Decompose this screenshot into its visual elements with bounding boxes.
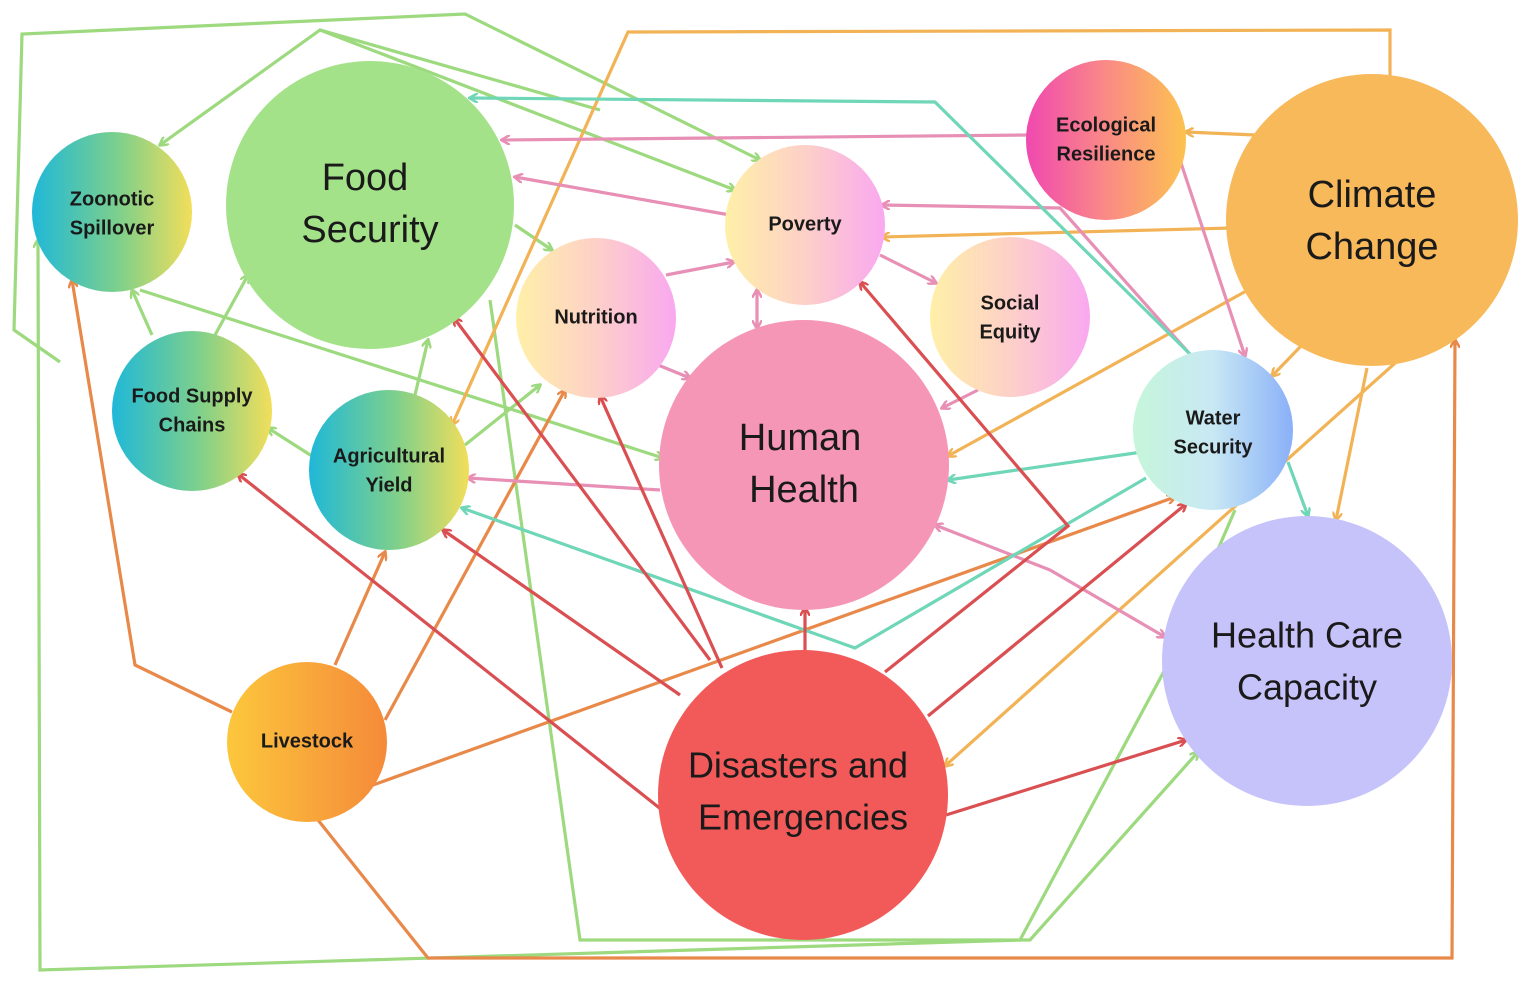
health-care-capacity-circle: [1162, 516, 1452, 806]
water-security-label-line1: Water: [1186, 407, 1241, 429]
node-nutrition[interactable]: Nutrition: [516, 238, 676, 398]
edge-red: [860, 282, 1071, 674]
poverty-circle: [725, 145, 885, 305]
edge-pink: [1178, 159, 1245, 356]
edge-red: [600, 396, 724, 669]
edge-pink: [502, 133, 1031, 140]
livestock-circle: [227, 662, 387, 822]
social-equity-circle: [930, 237, 1090, 397]
edge-yellow: [1186, 132, 1256, 135]
edge-green: [413, 340, 428, 396]
node-zoonotic-spillover[interactable]: Zoonotic Spillover: [32, 132, 192, 292]
ecological-resilience-circle: [1026, 60, 1186, 220]
social-equity-label-line2: Equity: [979, 321, 1041, 343]
social-equity-label-line1: Social: [981, 292, 1040, 314]
edge-red: [926, 504, 1186, 718]
human-health-label-line1: Human: [739, 417, 862, 459]
edge-red: [945, 740, 1186, 817]
node-ecological-resilience[interactable]: Ecological Resilience: [1026, 60, 1186, 220]
human-health-label-line2: Health: [749, 469, 859, 511]
edge-pink: [879, 253, 936, 283]
health-care-capacity-label-line1: Health Care: [1211, 615, 1403, 656]
edge-pink: [515, 177, 731, 217]
ecological-resilience-label-line2: Resilience: [1057, 143, 1156, 165]
climate-change-label-line2: Change: [1305, 226, 1438, 268]
disasters-and-emergencies-label-line1: Disasters and: [688, 745, 908, 786]
food-supply-chains-label-line1: Food Supply: [131, 385, 253, 407]
node-livestock[interactable]: Livestock: [227, 662, 387, 822]
edge-teal: [948, 450, 1143, 480]
nutrition-circle: [516, 238, 676, 398]
node-disasters-and-emergencies[interactable]: Disasters and Emergencies: [658, 650, 948, 940]
edge-green: [132, 290, 154, 336]
edge-teal: [470, 98, 1198, 362]
edge-orange: [372, 497, 1175, 787]
edge-green: [488, 299, 1198, 942]
node-agricultural-yield[interactable]: Agricultural Yield: [309, 390, 469, 550]
agricultural-yield-circle: [309, 390, 469, 550]
edge-red: [238, 474, 663, 812]
edge-pink: [935, 525, 1051, 572]
water-security-circle: [1133, 350, 1293, 510]
zoonotic-spillover-label-line1: Zoonotic: [70, 188, 154, 210]
edge-yellow: [948, 288, 1249, 456]
edge-orange: [72, 280, 233, 714]
edge-pink: [1049, 568, 1165, 637]
edge-green: [514, 223, 552, 250]
edge-pink: [665, 262, 734, 277]
health-care-capacity-label-line2: Capacity: [1237, 667, 1377, 708]
edge-green: [139, 288, 663, 458]
edge-green: [12, 12, 760, 364]
food-security-circle: [226, 61, 514, 349]
climate-change-circle: [1226, 74, 1518, 366]
food-supply-chains-circle: [112, 331, 272, 491]
edge-yellow: [452, 28, 1392, 425]
edge-green: [464, 385, 540, 447]
ecological-resilience-label-line1: Ecological: [1056, 114, 1156, 136]
poverty-label: Poverty: [768, 213, 842, 235]
node-layer: Food Security Zoonotic Spillover Food Su…: [32, 60, 1518, 940]
disasters-and-emergencies-circle: [658, 650, 948, 940]
disasters-and-emergencies-label-line2: Emergencies: [698, 797, 908, 838]
edge-pink: [468, 478, 661, 492]
livestock-label: Livestock: [261, 730, 354, 752]
node-poverty[interactable]: Poverty: [725, 145, 885, 305]
water-security-label-line2: Security: [1174, 436, 1254, 458]
edge-layer: [12, 12, 1455, 972]
agricultural-yield-label-line2: Yield: [365, 474, 412, 496]
human-health-circle: [659, 320, 949, 610]
edge-yellow: [1272, 343, 1304, 376]
zoonotic-spillover-circle: [32, 132, 192, 292]
food-security-label-line1: Food: [322, 157, 409, 199]
edge-red: [454, 318, 712, 661]
node-food-supply-chains[interactable]: Food Supply Chains: [112, 331, 272, 491]
edge-orange: [316, 340, 1455, 960]
edge-yellow: [945, 328, 1434, 766]
node-climate-change[interactable]: Climate Change: [1226, 74, 1518, 366]
edge-red: [443, 530, 681, 697]
food-security-label-line2: Security: [301, 209, 438, 251]
nutrition-label: Nutrition: [554, 306, 637, 328]
edge-orange: [383, 390, 565, 721]
food-supply-chains-label-line2: Chains: [159, 414, 226, 436]
edge-pink: [882, 205, 1190, 354]
node-social-equity[interactable]: Social Equity: [930, 237, 1090, 397]
node-water-security[interactable]: Water Security: [1133, 350, 1293, 510]
node-food-security[interactable]: Food Security: [226, 61, 514, 349]
edge-green: [213, 275, 248, 336]
edge-orange: [333, 552, 385, 666]
edge-teal: [462, 476, 1147, 650]
agricultural-yield-label-line1: Agricultural: [333, 445, 445, 467]
edge-yellow: [882, 226, 1233, 237]
edge-pink: [657, 363, 690, 378]
node-human-health[interactable]: Human Health: [659, 320, 949, 610]
edge-teal: [1286, 461, 1308, 516]
edge-green: [268, 428, 316, 460]
zoonotic-spillover-label-line2: Spillover: [70, 217, 155, 239]
edge-green: [319, 28, 735, 190]
node-health-care-capacity[interactable]: Health Care Capacity: [1162, 516, 1452, 806]
climate-change-label-line1: Climate: [1308, 174, 1437, 216]
